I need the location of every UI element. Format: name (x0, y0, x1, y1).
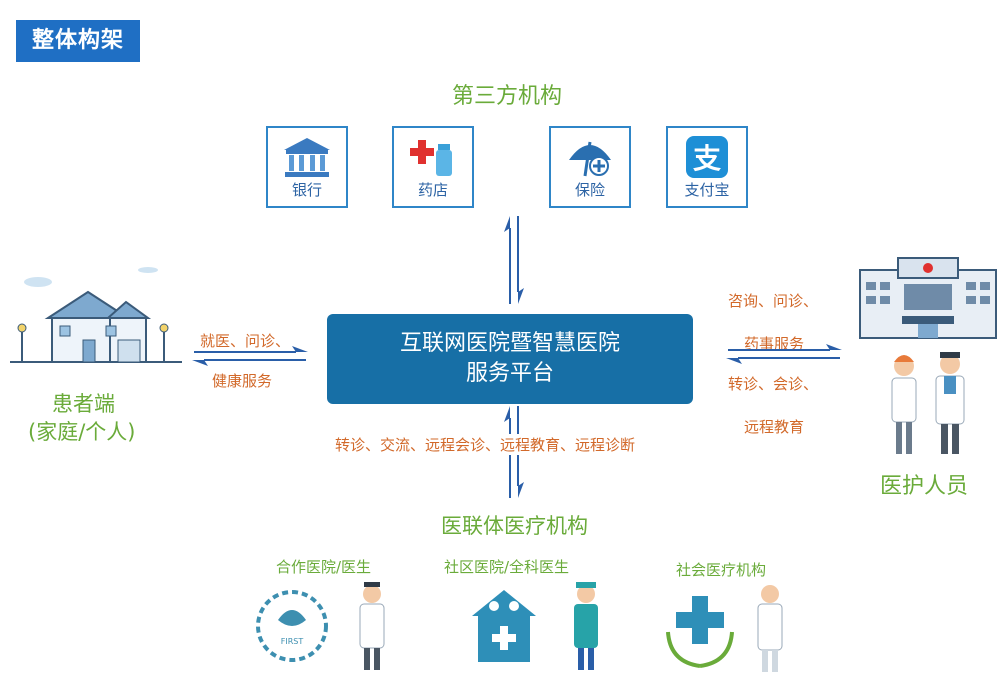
staff-service-line3: 转诊、会诊、 (728, 375, 819, 393)
third-party-heading: 第三方机构 (452, 84, 563, 109)
pharmacy-icon (410, 140, 452, 176)
medical-staff-icon (891, 352, 965, 454)
insurance-umbrella-icon (569, 141, 611, 177)
alipay-card: 支 支付宝 (666, 126, 748, 208)
alliance-item-partner: 合作医院/医生 (276, 558, 372, 576)
platform-title-line1: 互联网医院暨智慧医院 (399, 331, 620, 356)
alliance-flow-text: 转诊、交流、远程会诊、远程教育、远程诊断 (333, 434, 638, 455)
insurance-card: 保险 (549, 126, 631, 208)
staff-arrows (726, 344, 842, 364)
staff-service-line4: 远程教育 (744, 418, 805, 436)
platform-box: 互联网医院暨智慧医院 服务平台 (327, 314, 693, 404)
bank-icon (284, 138, 330, 177)
bank-label: 银行 (291, 181, 322, 199)
patient-label: 患者端 (52, 392, 115, 416)
patient-service-top: 就医、问诊、 (200, 332, 291, 350)
alliance-item-social: 社会医疗机构 (676, 561, 767, 579)
svg-text:支: 支 (693, 142, 721, 175)
third-party-arrows (504, 216, 524, 304)
alipay-label: 支付宝 (684, 181, 730, 199)
patient-sub-label: (家庭/个人) (28, 420, 136, 444)
svg-text:FIRST: FIRST (281, 637, 304, 646)
alliance-arrows (504, 406, 524, 498)
pharmacy-card: 药店 (392, 126, 474, 208)
alliance-item-community: 社区医院/全科医生 (444, 558, 570, 576)
patient-service-bottom: 健康服务 (212, 372, 273, 390)
insurance-label: 保险 (574, 181, 605, 199)
alipay-icon: 支 (686, 136, 728, 178)
staff-service-line2: 药事服务 (744, 335, 805, 353)
hospital-icon (859, 257, 997, 339)
bank-card: 银行 (266, 126, 348, 208)
patient-arrows (192, 346, 308, 366)
staff-service-line1: 咨询、问诊、 (728, 292, 819, 310)
pharmacy-label: 药店 (417, 181, 448, 199)
community-hospital-icon (472, 582, 598, 670)
page-title: 整体构架 (16, 20, 140, 62)
staff-label: 医护人员 (880, 474, 969, 499)
partner-hospital-icon: FIRST (256, 582, 385, 670)
alliance-heading: 医联体医疗机构 (441, 514, 588, 538)
social-medical-icon (666, 585, 783, 672)
house-icon (10, 267, 182, 363)
platform-title-line2: 服务平台 (465, 361, 554, 386)
